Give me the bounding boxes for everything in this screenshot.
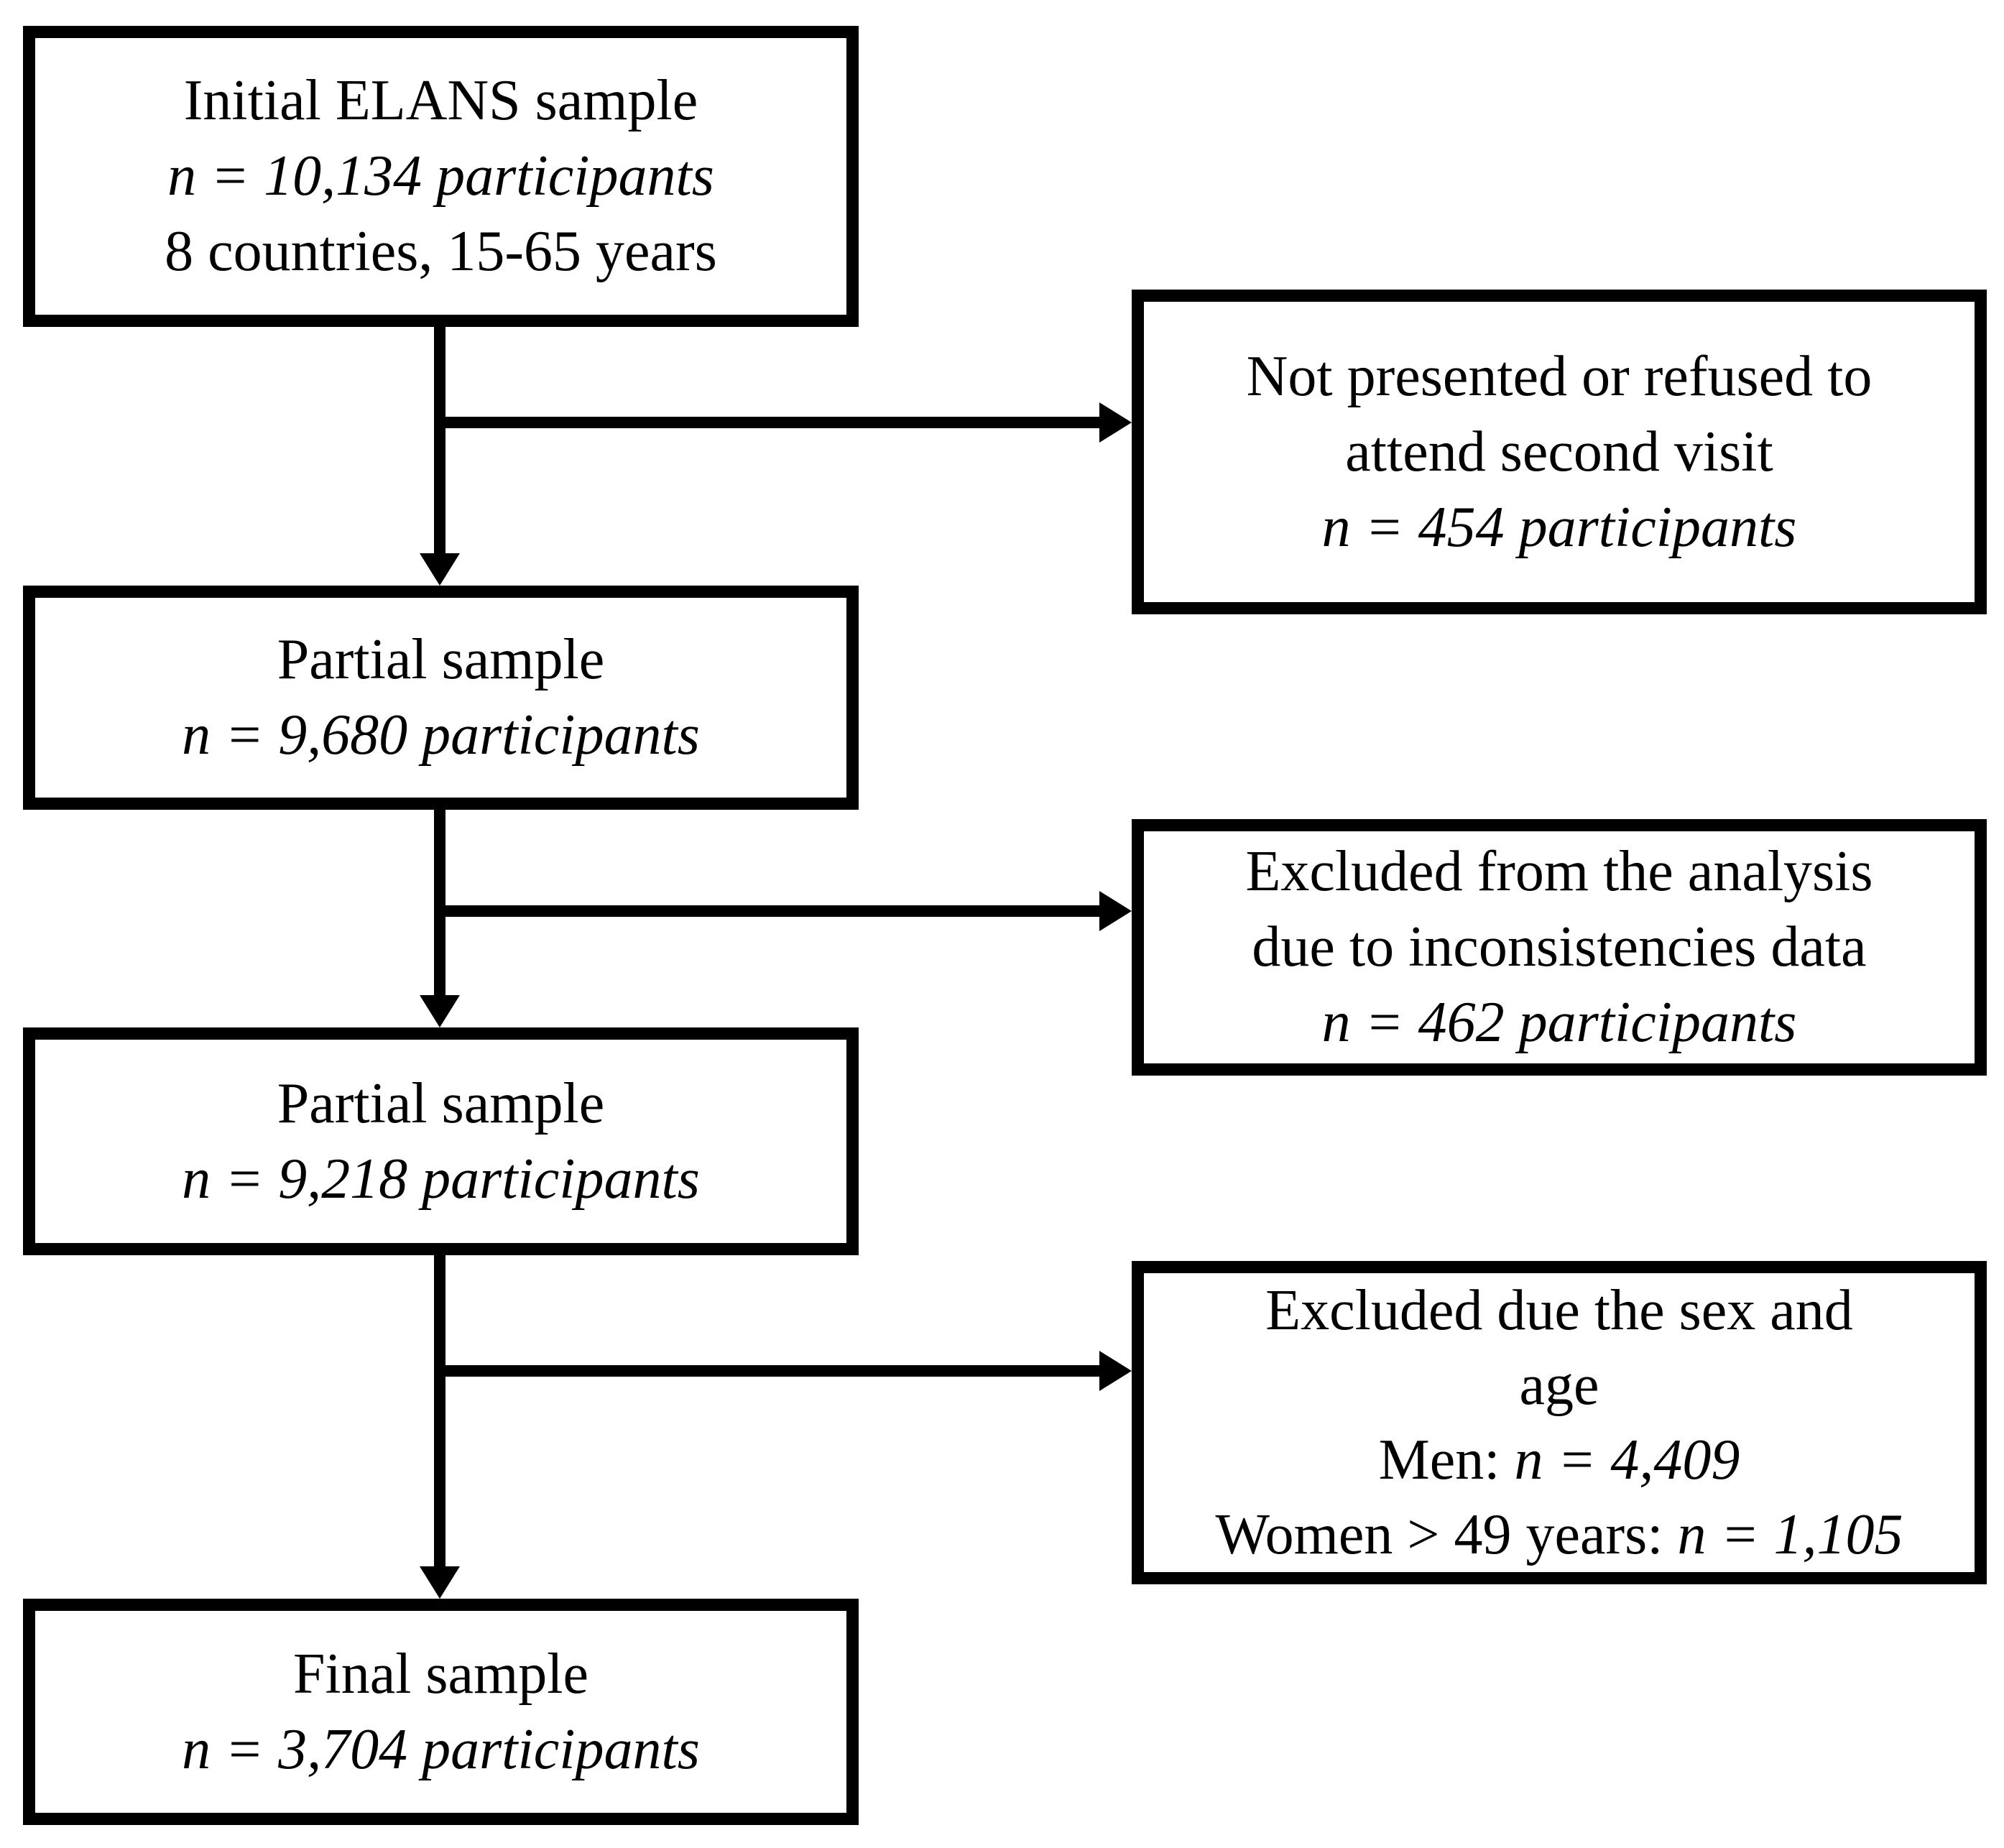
box-excluded-not-presented: Not presented or refused to attend secon…	[1132, 290, 1987, 614]
box-line-reason: Excluded due the sex and	[1265, 1279, 1853, 1342]
box-excluded-sex-age: Excluded due the sex and age Men: n = 4,…	[1132, 1261, 1987, 1584]
connector-branch-3	[434, 1365, 1103, 1377]
arrowhead-right-1-icon	[1099, 402, 1132, 443]
box-line-n-value: n = 9,680 participants	[182, 703, 700, 767]
box-line-reason-cont: due to inconsistencies data	[1252, 915, 1867, 979]
arrowhead-down-1-icon	[420, 553, 460, 586]
box-line-n-value: n = 10,134 participants	[167, 144, 714, 208]
women-label: Women > 49 years:	[1215, 1503, 1678, 1566]
box-partial-sample-2: Partial sample n = 9,218 participants	[23, 1027, 859, 1255]
connector-branch-1	[434, 417, 1103, 428]
men-label: Men:	[1378, 1428, 1515, 1492]
box-line-n-value: n = 3,704 participants	[182, 1717, 700, 1781]
box-line-title: Partial sample	[277, 1071, 605, 1135]
box-line-reason: Excluded from the analysis	[1245, 840, 1873, 903]
box-line-title: Partial sample	[277, 628, 605, 691]
box-line-women-count: Women > 49 years: n = 1,105	[1216, 1497, 1903, 1572]
connector-vertical-2	[434, 810, 445, 1000]
arrowhead-right-3-icon	[1099, 1351, 1132, 1391]
box-line-reason: Not presented or refused to	[1246, 344, 1873, 408]
box-line-title: Initial ELANS sample	[183, 69, 698, 132]
box-line-n-value: n = 462 participants	[1321, 991, 1797, 1054]
arrowhead-down-3-icon	[420, 1566, 460, 1599]
box-line-countries-age: 8 countries, 15-65 years	[165, 220, 717, 283]
connector-vertical-1	[434, 327, 445, 558]
women-n-value: n = 1,105	[1677, 1503, 1903, 1566]
box-line-n-value: n = 9,218 participants	[182, 1147, 700, 1211]
box-line-men-count: Men: n = 4,409	[1379, 1423, 1740, 1497]
connector-branch-2	[434, 905, 1103, 917]
arrowhead-down-2-icon	[420, 995, 460, 1027]
box-partial-sample-1: Partial sample n = 9,680 participants	[23, 586, 859, 810]
box-line-reason-cont: age	[1519, 1354, 1599, 1417]
box-excluded-inconsistencies: Excluded from the analysis due to incons…	[1132, 819, 1987, 1076]
box-line-reason-cont: attend second visit	[1345, 420, 1773, 484]
arrowhead-right-2-icon	[1099, 891, 1132, 931]
box-initial-elans-sample: Initial ELANS sample n = 10,134 particip…	[23, 26, 859, 327]
box-line-title: Final sample	[292, 1642, 589, 1706]
men-n-value: n = 4,409	[1514, 1428, 1740, 1492]
connector-vertical-3	[434, 1255, 445, 1571]
box-final-sample: Final sample n = 3,704 participants	[23, 1599, 859, 1825]
box-line-n-value: n = 454 participants	[1321, 495, 1797, 559]
